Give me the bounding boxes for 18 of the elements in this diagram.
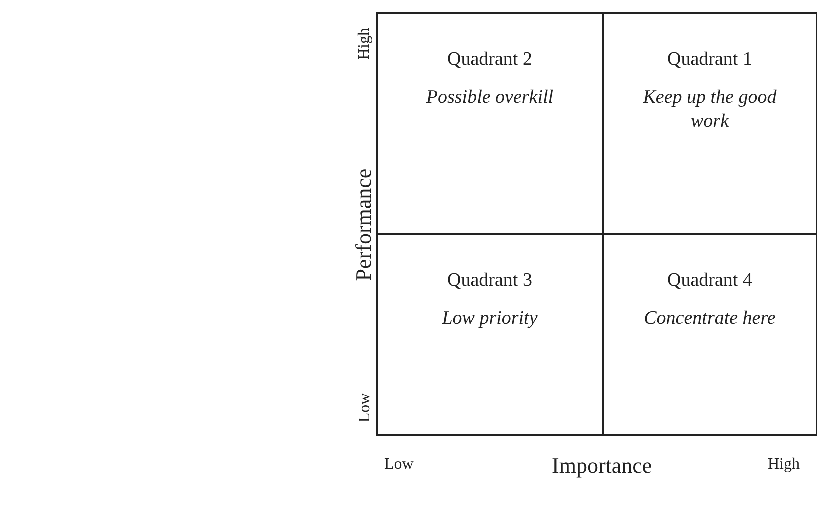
quadrant-box xyxy=(376,12,604,235)
axis-tick-label: High xyxy=(768,456,800,474)
quadrant-title: Quadrant 4 xyxy=(668,269,752,293)
quadrant-title: Quadrant 3 xyxy=(448,269,532,293)
quadrant-description: Concentrate here xyxy=(643,307,777,331)
axis-title: Performance xyxy=(351,168,378,282)
quadrant-description: Keep up the good work xyxy=(642,86,778,134)
axis-title: Importance xyxy=(552,453,652,479)
quadrant-title: Quadrant 1 xyxy=(668,48,752,72)
quadrant-description: Possible overkill xyxy=(425,86,555,110)
quadrant-box xyxy=(602,233,817,436)
quadrant-description: Low priority xyxy=(441,307,539,331)
quadrant-box xyxy=(602,12,817,235)
quadrant-title: Quadrant 2 xyxy=(448,48,532,72)
axis-tick-label: Low xyxy=(384,456,414,474)
axis-tick-label: High xyxy=(356,28,374,60)
quadrant-box xyxy=(376,233,604,436)
axis-tick-label: Low xyxy=(356,393,374,423)
